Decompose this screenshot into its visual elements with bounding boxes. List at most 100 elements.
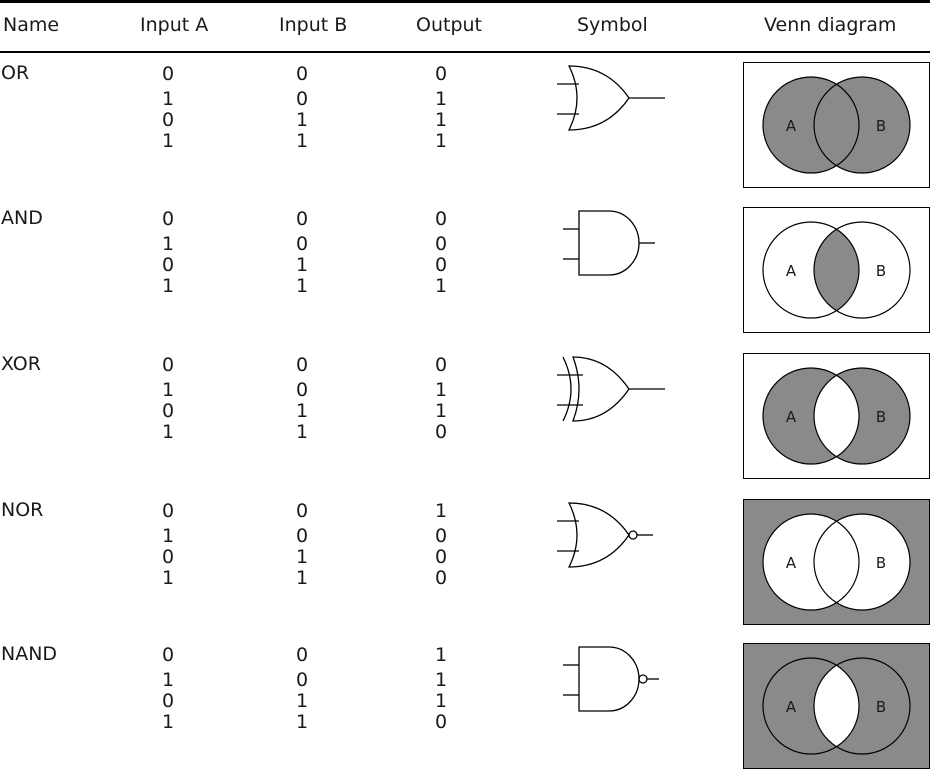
or-gate-icon: [553, 58, 673, 142]
venn-label-b: B: [875, 262, 887, 280]
gate-name: NAND: [1, 643, 58, 665]
input-a-value: 1: [161, 275, 175, 297]
header-name: Name: [3, 14, 60, 36]
input-a-value: 0: [161, 644, 175, 666]
venn-graphic: [744, 208, 929, 332]
input-a-value: 0: [161, 354, 175, 376]
input-a-value: 0: [161, 500, 175, 522]
header-symbol: Symbol: [577, 14, 648, 36]
venn-graphic: [744, 354, 929, 478]
output-value: 1: [434, 130, 448, 152]
output-value: 0: [434, 421, 448, 443]
output-value: 1: [434, 644, 448, 666]
header-output: Output: [416, 14, 482, 36]
input-a-value: 0: [161, 254, 175, 276]
output-value: 1: [434, 275, 448, 297]
venn-label-a: A: [785, 554, 797, 572]
venn-label-a: A: [785, 408, 797, 426]
input-a-value: 0: [161, 400, 175, 422]
input-a-value: 1: [161, 379, 175, 401]
output-value: 0: [434, 254, 448, 276]
input-a-value: 1: [161, 421, 175, 443]
input-a-value: 0: [161, 208, 175, 230]
output-value: 1: [434, 379, 448, 401]
input-a-value: 1: [161, 567, 175, 589]
input-a-value: 1: [161, 669, 175, 691]
input-a-value: 0: [161, 690, 175, 712]
input-b-value: 1: [295, 400, 309, 422]
input-b-value: 0: [295, 525, 309, 547]
output-value: 1: [434, 400, 448, 422]
output-value: 0: [434, 567, 448, 589]
input-b-value: 0: [295, 500, 309, 522]
venn-graphic: [744, 644, 929, 768]
venn-label-b: B: [875, 698, 887, 716]
input-b-value: 1: [295, 275, 309, 297]
header-input-a: Input A: [140, 14, 209, 36]
input-b-value: 1: [295, 421, 309, 443]
input-a-value: 1: [161, 525, 175, 547]
input-b-value: 1: [295, 130, 309, 152]
output-value: 1: [434, 690, 448, 712]
venn-label-b: B: [875, 554, 887, 572]
input-a-value: 0: [161, 63, 175, 85]
input-a-value: 0: [161, 109, 175, 131]
input-a-value: 1: [161, 130, 175, 152]
input-b-value: 0: [295, 669, 309, 691]
table-top-rule: [0, 0, 930, 3]
input-a-value: 1: [161, 711, 175, 733]
output-value: 1: [434, 88, 448, 110]
venn-label-a: A: [785, 262, 797, 280]
input-b-value: 1: [295, 546, 309, 568]
input-a-value: 1: [161, 233, 175, 255]
input-b-value: 0: [295, 63, 309, 85]
input-b-value: 0: [295, 379, 309, 401]
input-b-value: 0: [295, 644, 309, 666]
venn-label-a: A: [785, 117, 797, 135]
input-b-value: 1: [295, 109, 309, 131]
header-rule: [0, 51, 930, 53]
and-gate-symbol: [563, 210, 655, 276]
input-a-value: 1: [161, 88, 175, 110]
header-input-b: Input B: [279, 14, 348, 36]
output-value: 0: [434, 208, 448, 230]
output-value: 0: [434, 233, 448, 255]
venn-graphic: [744, 63, 929, 187]
nor-gate-icon: [553, 495, 673, 579]
venn-label-b: B: [875, 117, 887, 135]
or-gate-symbol: [557, 65, 665, 131]
input-b-value: 0: [295, 354, 309, 376]
output-value: 0: [434, 711, 448, 733]
header-venn: Venn diagram: [764, 14, 897, 36]
xor-gate-icon: [553, 349, 673, 433]
gate-name: XOR: [1, 353, 41, 375]
input-a-value: 0: [161, 546, 175, 568]
nand-gate-symbol: [563, 646, 659, 712]
venn-graphic: [744, 500, 929, 624]
output-value: 0: [434, 354, 448, 376]
output-value: 1: [434, 500, 448, 522]
nand-gate-icon: [553, 639, 673, 723]
gate-name: AND: [1, 207, 43, 229]
output-value: 0: [434, 63, 448, 85]
venn-label-a: A: [785, 698, 797, 716]
venn-label-b: B: [875, 408, 887, 426]
and-gate-icon: [553, 203, 673, 287]
input-b-value: 1: [295, 690, 309, 712]
output-value: 0: [434, 546, 448, 568]
output-value: 1: [434, 109, 448, 131]
input-b-value: 1: [295, 711, 309, 733]
input-b-value: 0: [295, 233, 309, 255]
input-b-value: 1: [295, 567, 309, 589]
input-b-value: 0: [295, 208, 309, 230]
output-value: 1: [434, 669, 448, 691]
input-b-value: 1: [295, 254, 309, 276]
input-b-value: 0: [295, 88, 309, 110]
nor-gate-symbol: [557, 502, 653, 568]
xor-gate-symbol: [557, 356, 665, 422]
